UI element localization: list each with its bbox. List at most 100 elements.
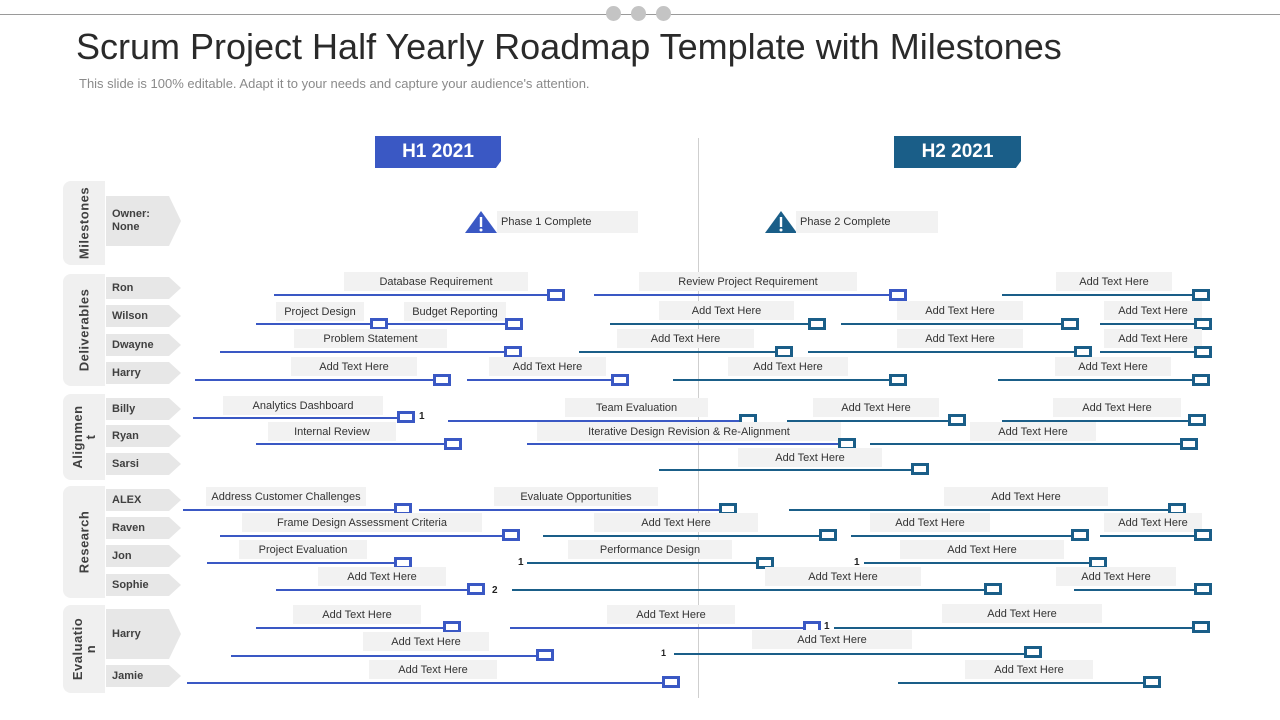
task-label: Add Text Here [1056, 567, 1176, 586]
task-marker [611, 374, 629, 386]
task-marker [1194, 318, 1212, 330]
owner-label: Wilson [106, 305, 181, 327]
category-research: Research [63, 486, 105, 598]
category-label: Research [76, 510, 92, 574]
task-marker [948, 414, 966, 426]
task-bar [220, 351, 508, 353]
dependency-count: 2 [492, 585, 498, 596]
task-label: Problem Statement [294, 329, 447, 348]
task-marker [370, 318, 388, 330]
task-marker [504, 346, 522, 358]
task-bar [789, 509, 1173, 511]
task-label: Add Text Here [942, 604, 1102, 623]
dependency-count: 1 [419, 411, 425, 422]
task-marker [1143, 676, 1161, 688]
task-label: Add Text Here [1053, 398, 1181, 417]
task-label: Add Text Here [738, 448, 882, 467]
milestone-label: Phase 1 Complete [497, 211, 638, 233]
task-label: Add Text Here [1056, 272, 1172, 291]
task-label: Add Text Here [897, 301, 1023, 320]
task-bar [659, 469, 915, 471]
task-bar [851, 535, 1075, 537]
dependency-count: 1 [854, 557, 860, 568]
task-bar [864, 562, 1094, 564]
task-label: Add Text Here [900, 540, 1064, 559]
task-label: Frame Design Assessment Criteria [242, 513, 482, 532]
task-bar [527, 443, 842, 445]
task-bar [594, 294, 894, 296]
task-label: Add Text Here [1104, 329, 1202, 348]
task-marker [775, 346, 793, 358]
task-label: Add Text Here [1104, 301, 1202, 320]
owner-label: Jamie [106, 665, 181, 687]
task-bar [256, 323, 374, 325]
task-label: Add Text Here [728, 357, 848, 376]
task-marker [1194, 529, 1212, 541]
dependency-count: 1 [518, 557, 524, 568]
task-bar [1100, 323, 1198, 325]
period-h1-header: H1 2021 [375, 136, 501, 168]
task-label: Add Text Here [607, 605, 735, 624]
task-label: Add Text Here [813, 398, 939, 417]
task-marker [547, 289, 565, 301]
task-bar [220, 535, 506, 537]
task-label: Review Project Requirement [639, 272, 857, 291]
task-bar [195, 379, 437, 381]
task-bar [998, 379, 1196, 381]
task-bar [512, 589, 988, 591]
task-bar [543, 535, 823, 537]
task-marker [1192, 621, 1210, 633]
owner-label: Billy [106, 398, 181, 420]
slide-subtitle: This slide is 100% editable. Adapt it to… [79, 76, 590, 91]
task-bar [510, 627, 808, 629]
task-label: Add Text Here [1104, 513, 1202, 532]
task-label: Add Text Here [965, 660, 1093, 679]
task-label: Add Text Here [752, 630, 912, 649]
task-label: Evaluate Opportunities [494, 487, 658, 506]
task-bar [276, 589, 472, 591]
period-divider [698, 138, 699, 698]
task-bar [787, 420, 952, 422]
task-label: Add Text Here [318, 567, 446, 586]
task-marker [502, 529, 520, 541]
task-bar [610, 323, 812, 325]
slide-title: Scrum Project Half Yearly Roadmap Templa… [76, 26, 1062, 67]
task-label: Iterative Design Revision & Re-Alignment [537, 422, 841, 441]
task-bar [1074, 589, 1198, 591]
task-bar [256, 443, 448, 445]
task-label: Database Requirement [344, 272, 528, 291]
task-marker [444, 438, 462, 450]
task-label: Add Text Here [489, 357, 606, 376]
owner-label: Sarsi [106, 453, 181, 475]
task-bar [256, 627, 448, 629]
task-bar [841, 323, 1065, 325]
task-marker [467, 583, 485, 595]
milestone-warning-icon [465, 211, 497, 233]
owner-label: Ron [106, 277, 181, 299]
task-marker [505, 318, 523, 330]
task-bar [387, 323, 509, 325]
task-bar [898, 682, 1148, 684]
owner-text: Owner: None [112, 208, 150, 233]
owner-label: Raven [106, 517, 181, 539]
task-bar [231, 655, 541, 657]
category-label: Deliverables [76, 288, 92, 372]
task-marker [536, 649, 554, 661]
task-marker [1192, 374, 1210, 386]
task-marker [889, 289, 907, 301]
task-marker [911, 463, 929, 475]
task-marker [808, 318, 826, 330]
task-bar [1100, 535, 1198, 537]
task-marker [1194, 346, 1212, 358]
task-label: Add Text Here [765, 567, 921, 586]
task-label: Add Text Here [659, 301, 794, 320]
task-bar [673, 379, 893, 381]
task-label: Project Evaluation [239, 540, 367, 559]
task-marker [1192, 289, 1210, 301]
task-marker [443, 621, 461, 633]
owner-label: Harry [106, 609, 181, 659]
owner-label: Ryan [106, 425, 181, 447]
task-label: Add Text Here [897, 329, 1023, 348]
task-label: Add Text Here [291, 357, 417, 376]
task-bar [274, 294, 552, 296]
